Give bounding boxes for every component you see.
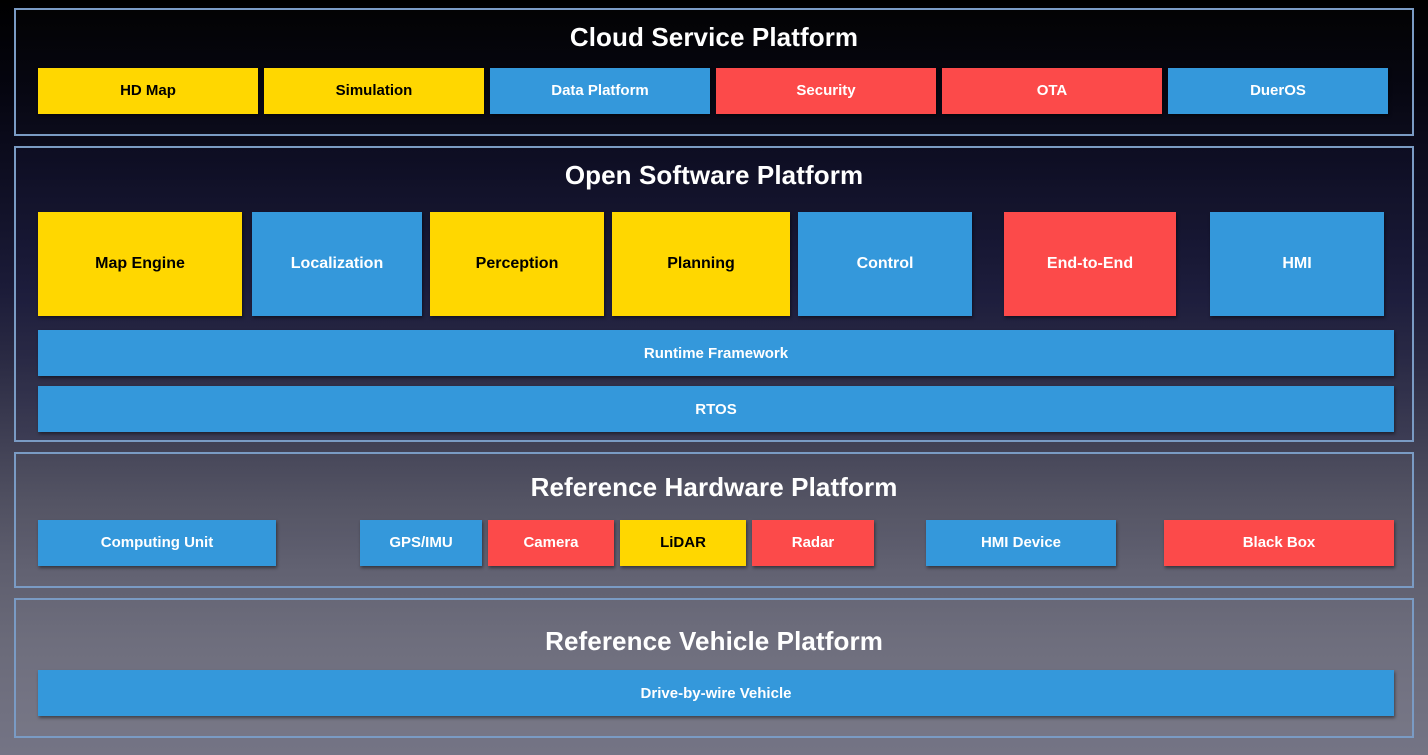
panel-title-cloud-service-platform: Cloud Service Platform	[569, 22, 859, 52]
panel-title-reference-vehicle-platform: Reference Vehicle Platform	[545, 626, 883, 656]
block-perception[interactable]: Perception	[430, 212, 604, 316]
block-drive-by-wire-vehicle[interactable]: Drive-by-wire Vehicle	[38, 670, 1394, 716]
software-block-row: Map Engine Localization Perception Plann…	[38, 212, 1394, 316]
block-black-box[interactable]: Black Box	[1164, 520, 1394, 566]
block-radar[interactable]: Radar	[752, 520, 874, 566]
cloud-block-row: HD Map Simulation Data Platform Security…	[38, 68, 1394, 114]
block-dueros[interactable]: DuerOS	[1168, 68, 1388, 114]
block-control[interactable]: Control	[798, 212, 972, 316]
block-localization[interactable]: Localization	[252, 212, 422, 316]
block-planning[interactable]: Planning	[612, 212, 790, 316]
block-runtime-framework[interactable]: Runtime Framework	[38, 330, 1394, 376]
layer-panel-open-software-platform: Open Software Platform Map Engine Locali…	[14, 146, 1414, 442]
block-map-engine[interactable]: Map Engine	[38, 212, 242, 316]
hardware-block-row: Computing Unit GPS/IMU Camera LiDAR Rada…	[38, 520, 1394, 566]
block-camera[interactable]: Camera	[488, 520, 614, 566]
layer-panel-reference-hardware-platform: Reference Hardware Platform Computing Un…	[14, 452, 1414, 588]
block-hmi[interactable]: HMI	[1210, 212, 1384, 316]
block-gps-imu[interactable]: GPS/IMU	[360, 520, 482, 566]
panel-title-reference-hardware-platform: Reference Hardware Platform	[530, 472, 898, 502]
block-security[interactable]: Security	[716, 68, 936, 114]
block-hmi-device[interactable]: HMI Device	[926, 520, 1116, 566]
block-lidar[interactable]: LiDAR	[620, 520, 746, 566]
layer-panel-cloud-service-platform: Cloud Service Platform HD Map Simulation…	[14, 8, 1414, 136]
block-data-platform[interactable]: Data Platform	[490, 68, 710, 114]
block-rtos[interactable]: RTOS	[38, 386, 1394, 432]
block-end-to-end[interactable]: End-to-End	[1004, 212, 1176, 316]
panel-title-open-software-platform: Open Software Platform	[564, 160, 864, 190]
block-simulation[interactable]: Simulation	[264, 68, 484, 114]
block-ota[interactable]: OTA	[942, 68, 1162, 114]
layer-panel-reference-vehicle-platform: Reference Vehicle Platform Drive-by-wire…	[14, 598, 1414, 738]
block-computing-unit[interactable]: Computing Unit	[38, 520, 276, 566]
block-hd-map[interactable]: HD Map	[38, 68, 258, 114]
